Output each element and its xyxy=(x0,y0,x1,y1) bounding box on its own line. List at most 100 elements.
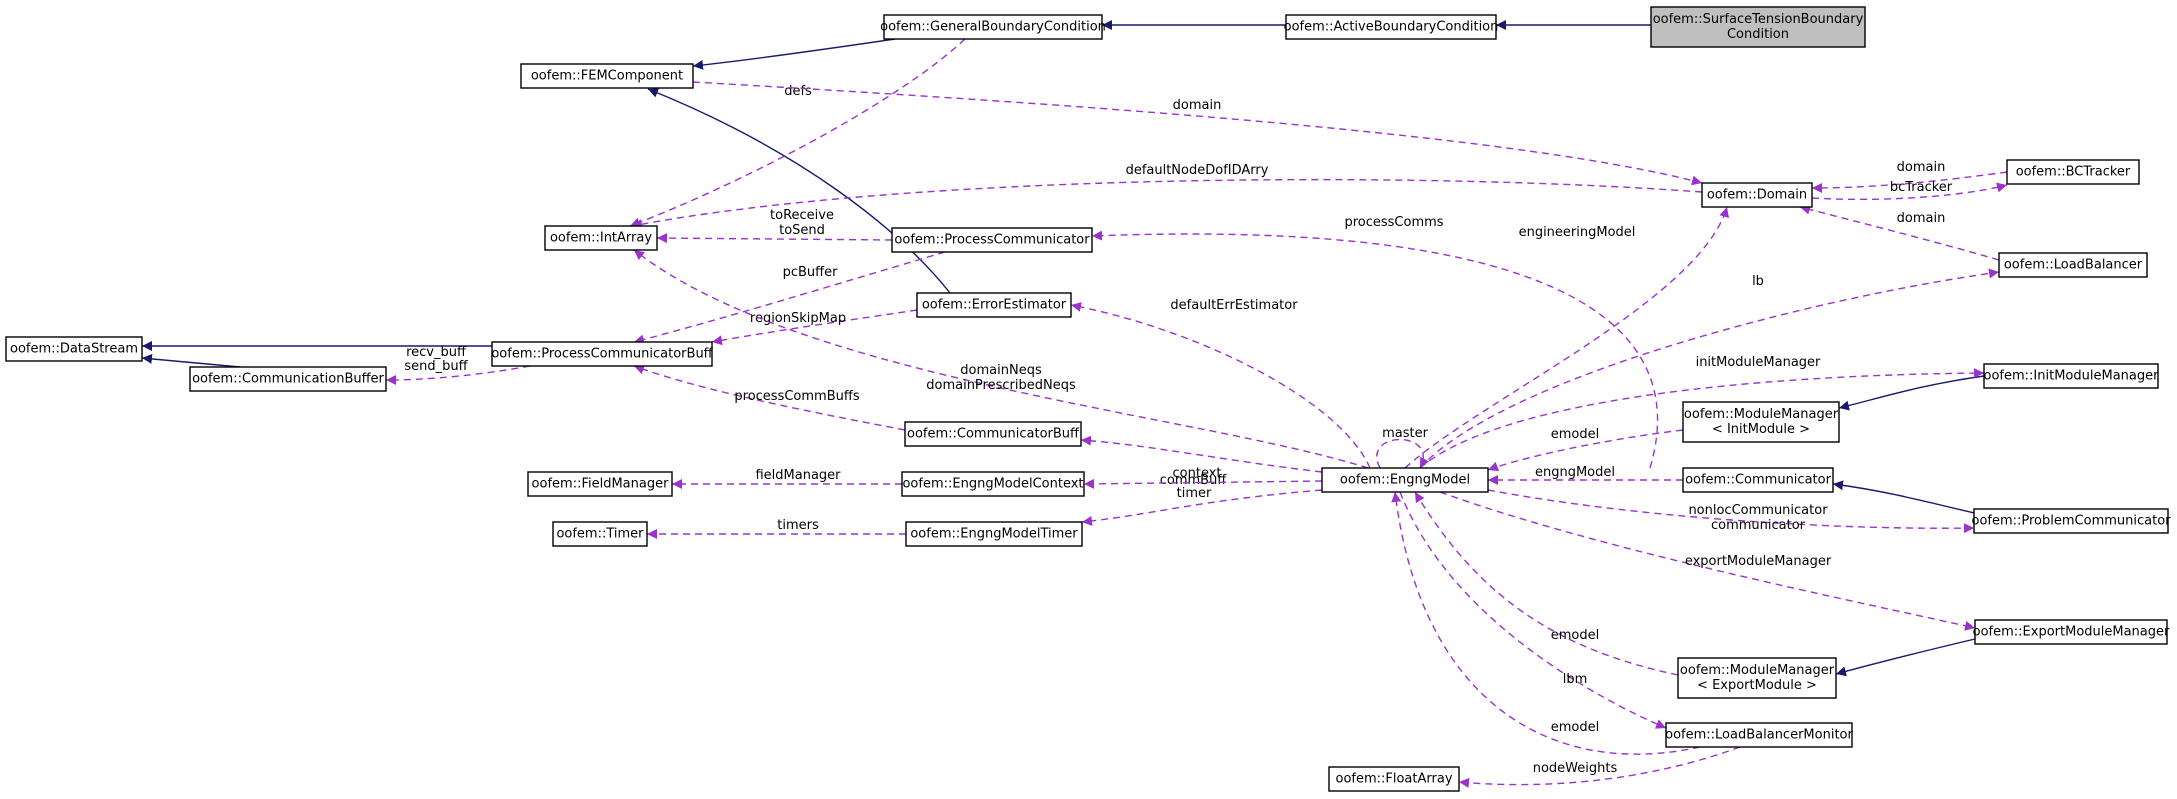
class-box xyxy=(1682,401,1840,443)
inheritance-edge xyxy=(1835,638,1976,677)
usage-edge: master xyxy=(1376,426,1430,469)
class-node-errest[interactable]: oofem::ErrorEstimator xyxy=(916,292,1072,318)
class-name: oofem::ProblemCommunicator xyxy=(1971,514,2171,529)
inheritance-edge xyxy=(1838,375,1985,411)
edge-label: processCommBuffs xyxy=(734,389,859,404)
class-box xyxy=(1973,508,2169,534)
edge-label: master xyxy=(1382,426,1428,441)
edge-label: nodeWeights xyxy=(1533,761,1618,776)
class-name: oofem::GeneralBoundaryCondition xyxy=(880,20,1106,35)
edge-label: initModuleManager xyxy=(1696,355,1821,370)
class-node-mmexport[interactable]: oofem::ModuleManager< ExportModule > xyxy=(1677,657,1837,699)
class-name: oofem::EngngModelContext xyxy=(902,477,1083,492)
usage-edge: engineeringModel xyxy=(1404,206,1729,469)
class-box xyxy=(1285,14,1497,40)
class-box xyxy=(1321,467,1489,493)
class-node-intarray[interactable]: oofem::IntArray xyxy=(544,225,658,251)
usage-edge: nodeWeights xyxy=(1458,746,1741,788)
edge-line xyxy=(1487,429,1684,472)
usage-edge: defaultErrEstimator xyxy=(1070,298,1371,469)
class-box xyxy=(891,227,1093,253)
class-name: < InitModule > xyxy=(1712,422,1810,437)
edge-label: toSend xyxy=(779,223,825,238)
class-name: oofem::Domain xyxy=(1707,188,1807,203)
class-name: oofem::SurfaceTensionBoundary xyxy=(1653,12,1864,27)
class-node-engng[interactable]: oofem::EngngModel xyxy=(1321,467,1489,493)
class-node-floatarray[interactable]: oofem::FloatArray xyxy=(1328,766,1460,792)
edge-line xyxy=(1376,438,1430,469)
edge-line xyxy=(1080,435,1323,473)
edge-label: pcBuffer xyxy=(783,265,839,280)
class-name: oofem::Communicator xyxy=(1685,473,1832,488)
class-node-communicator[interactable]: oofem::Communicator xyxy=(1682,467,1834,493)
edge-line xyxy=(385,365,531,385)
edge-label: regionSkipMap xyxy=(750,311,846,326)
edge-label: defs xyxy=(784,84,812,99)
class-name: oofem::ProcessCommunicatorBuff xyxy=(491,347,713,362)
class-node-gbc[interactable]: oofem::GeneralBoundaryCondition xyxy=(880,14,1106,40)
class-node-domain[interactable]: oofem::Domain xyxy=(1701,182,1813,208)
edge-label: emodel xyxy=(1551,427,1599,442)
class-node-abc[interactable]: oofem::ActiveBoundaryCondition xyxy=(1284,14,1499,40)
class-node-fieldmgr[interactable]: oofem::FieldManager xyxy=(527,471,673,497)
class-name: oofem::InitModuleManager xyxy=(1984,369,2160,384)
edge-label: processComms xyxy=(1344,215,1443,230)
usage-edge: timer xyxy=(1081,486,1323,526)
class-node-mminit[interactable]: oofem::ModuleManager< InitModule > xyxy=(1682,401,1840,443)
usage-edge: lb xyxy=(1419,268,2000,469)
edge-line xyxy=(633,249,1369,469)
inheritance-edge xyxy=(141,353,241,368)
class-node-exportmm[interactable]: oofem::ExportModuleManager xyxy=(1973,619,2170,645)
class-node-lbmon[interactable]: oofem::LoadBalancerMonitor xyxy=(1665,722,1854,748)
edge-line xyxy=(1811,182,2008,201)
edge-label: exportModuleManager xyxy=(1685,554,1832,569)
edge-label: domain xyxy=(1897,160,1946,175)
usage-edge: commBuff xyxy=(1080,435,1323,488)
edge-line xyxy=(141,353,241,368)
class-node-timer[interactable]: oofem::Timer xyxy=(552,521,648,547)
edge-label: defaultErrEstimator xyxy=(1170,298,1298,313)
class-node-bctracker[interactable]: oofem::BCTracker xyxy=(2006,159,2140,185)
edge-line xyxy=(633,251,946,345)
usage-edge: timers xyxy=(647,518,906,539)
class-name: oofem::LoadBalancerMonitor xyxy=(1665,728,1853,743)
class-name: oofem::ModuleManager xyxy=(1684,407,1839,422)
class-node-pcbuff[interactable]: oofem::ProcessCommunicatorBuff xyxy=(491,341,714,367)
edge-line xyxy=(1487,489,1975,534)
class-node-commbuf[interactable]: oofem::CommunicationBuffer xyxy=(189,366,387,392)
class-box xyxy=(520,63,694,89)
class-name: oofem::DataStream xyxy=(10,342,138,357)
usage-edge: lbm xyxy=(1399,491,1667,729)
class-node-fem[interactable]: oofem::FEMComponent xyxy=(520,63,694,89)
class-node-commbuff2[interactable]: oofem::CommunicatorBuff xyxy=(904,421,1082,447)
class-node-probcomm[interactable]: oofem::ProblemCommunicator xyxy=(1971,508,2171,534)
class-node-lbal[interactable]: oofem::LoadBalancer xyxy=(1998,252,2148,278)
class-name: oofem::FieldManager xyxy=(532,477,670,492)
class-box xyxy=(1650,6,1866,48)
usage-edge: emodel xyxy=(1487,427,1684,472)
class-node-pcomm[interactable]: oofem::ProcessCommunicator xyxy=(891,227,1093,253)
usage-edge: fieldManager xyxy=(672,468,902,489)
class-node-emctx[interactable]: oofem::EngngModelContext xyxy=(901,471,1085,497)
class-node-datastream[interactable]: oofem::DataStream xyxy=(5,336,143,362)
edge-label: send_buff xyxy=(404,359,468,374)
class-name: < ExportModule > xyxy=(1697,678,1817,693)
class-node-emtimer[interactable]: oofem::EngngModelTimer xyxy=(905,521,1083,547)
edge-line xyxy=(1419,368,1985,469)
class-node-initmm[interactable]: oofem::InitModuleManager xyxy=(1983,363,2160,389)
edge-line xyxy=(633,364,906,431)
edge-label: timers xyxy=(777,518,819,533)
class-box xyxy=(1974,619,2168,645)
usage-edge: domain xyxy=(1799,204,2000,261)
edge-label: defaultNodeDofIDArry xyxy=(1126,163,1269,178)
usage-edge: emodel xyxy=(1391,491,1701,755)
edge-line xyxy=(1404,206,1729,469)
edge-line xyxy=(629,38,966,228)
usage-edge: engngModel xyxy=(1488,465,1683,485)
class-box xyxy=(1677,657,1837,699)
